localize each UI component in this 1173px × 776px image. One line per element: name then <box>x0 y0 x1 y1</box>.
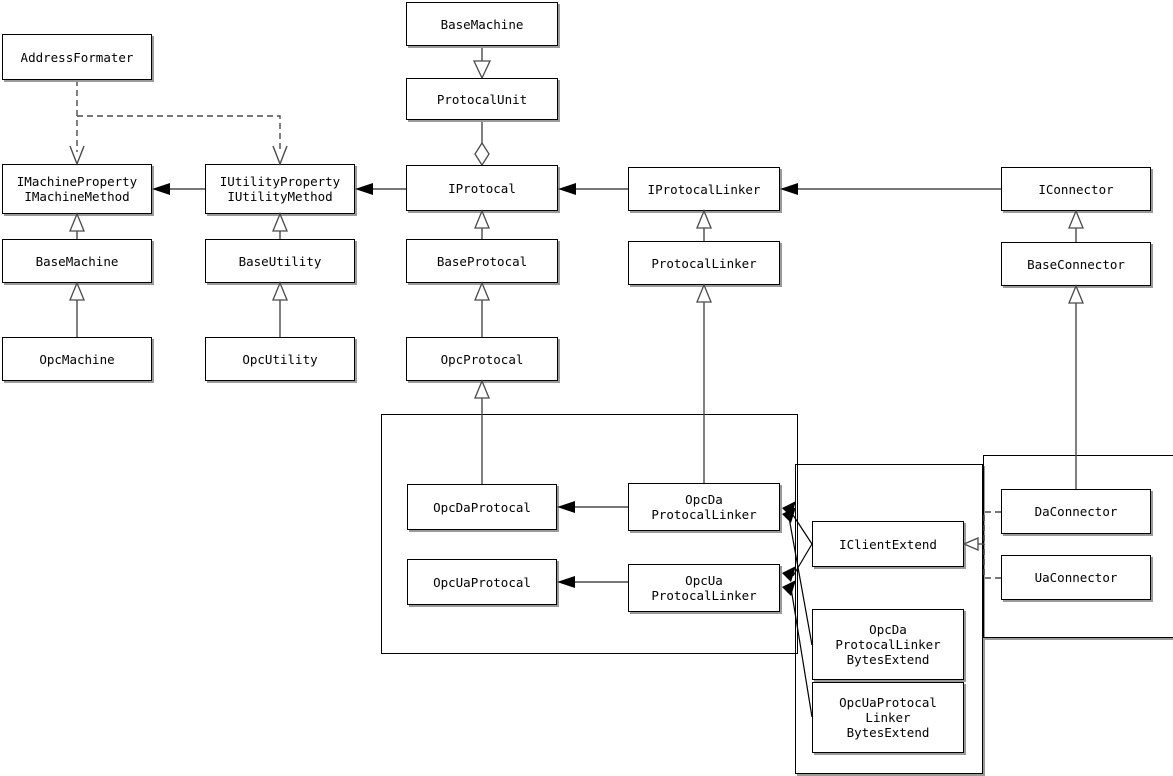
class-box-label: OpcDa ProtocalLinker BytesExtend <box>835 622 941 667</box>
class-box-OpcProtocal[interactable]: OpcProtocal <box>406 337 558 381</box>
arrowhead-gen-basemachine <box>69 281 85 301</box>
class-box-label: OpcDaProtocal <box>433 499 531 515</box>
class-box-label: OpcDa ProtocalLinker <box>651 492 757 522</box>
arrowhead-assoc-imachineproperty <box>152 183 170 195</box>
arrowhead-dependency-iutilityproperty <box>272 145 288 166</box>
class-box-BaseUtility[interactable]: BaseUtility <box>205 239 355 283</box>
arrowhead-gen-iprotocal <box>474 209 490 229</box>
arrowhead-dependency-imachineproperty <box>69 145 85 166</box>
class-box-label: ProtocalLinker <box>651 255 757 271</box>
class-box-OpcMachine[interactable]: OpcMachine <box>2 337 152 381</box>
class-box-OpcDaProtocal[interactable]: OpcDaProtocal <box>407 484 557 530</box>
class-box-label: IMachineProperty IMachineMethod <box>16 174 138 204</box>
arrowhead-gen-iconnector <box>1068 209 1084 229</box>
class-box-label: IProtocal <box>448 180 516 196</box>
class-box-IClientExtend[interactable]: IClientExtend <box>812 521 964 567</box>
class-box-label: OpcUtility <box>242 351 318 367</box>
class-box-ProtocalUnit[interactable]: ProtocalUnit <box>406 78 558 120</box>
class-box-label: OpcUa ProtocalLinker <box>651 573 757 603</box>
class-box-UaConnector[interactable]: UaConnector <box>1001 555 1151 600</box>
arrowhead-gen-imachineproperty <box>69 212 85 232</box>
arrowhead-gen-opcprotocal <box>474 379 490 399</box>
class-box-label: IClientExtend <box>839 536 937 552</box>
class-box-OpcDaProtocalLinkerBytes[interactable]: OpcDa ProtocalLinker BytesExtend <box>812 609 964 680</box>
arrowhead-assoc-iprotocal <box>558 183 576 195</box>
edge-addressformater-iutilityproperty <box>77 115 281 152</box>
class-box-label: BaseMachine <box>440 16 524 32</box>
class-box-OpcUtility[interactable]: OpcUtility <box>205 337 355 381</box>
arrowhead-gen-baseprotocal <box>474 281 490 301</box>
class-box-label: UaConnector <box>1034 570 1118 585</box>
class-box-label: OpcMachine <box>39 351 115 367</box>
class-box-label: AddressFormater <box>20 49 134 65</box>
class-box-label: OpcUaProtocal <box>433 574 531 590</box>
class-box-ProtocalLinker[interactable]: ProtocalLinker <box>628 241 780 285</box>
class-box-IUtilityProperty[interactable]: IUtilityProperty IUtilityMethod <box>205 164 355 214</box>
arrowhead-gen-protocallinker <box>696 283 712 303</box>
class-box-BaseProtocal[interactable]: BaseProtocal <box>406 239 558 283</box>
class-box-BaseConnector[interactable]: BaseConnector <box>1001 242 1151 286</box>
group-connector-package <box>983 455 1173 638</box>
class-box-label: BaseProtocal <box>436 253 528 269</box>
class-box-AddressFormater[interactable]: AddressFormater <box>2 34 152 80</box>
class-box-BaseMachine[interactable]: BaseMachine <box>2 239 152 283</box>
arrowhead-generalization-protocalunit <box>472 60 492 80</box>
class-box-label: IConnector <box>1038 181 1114 197</box>
class-box-label: OpcProtocal <box>440 351 524 367</box>
arrowhead-assoc-iutilityproperty <box>355 183 373 195</box>
class-box-label: DaConnector <box>1034 504 1118 519</box>
class-box-OpcUaProtocalLinker[interactable]: OpcUa ProtocalLinker <box>628 564 780 612</box>
class-box-label: BaseMachine <box>35 253 119 269</box>
class-box-label: OpcUaProtocal Linker BytesExtend <box>839 695 937 740</box>
arrowhead-assoc-iprotocallinker <box>780 183 798 195</box>
class-box-IConnector[interactable]: IConnector <box>1001 167 1151 211</box>
class-box-label: BaseUtility <box>238 253 322 269</box>
diamond-aggregation-iprotocal <box>474 141 490 167</box>
class-box-IMachineProperty[interactable]: IMachineProperty IMachineMethod <box>2 164 152 214</box>
arrowhead-gen-iutilityproperty <box>272 212 288 232</box>
arrowhead-gen-baseutility <box>272 281 288 301</box>
class-box-OpcUaProtocal[interactable]: OpcUaProtocal <box>407 559 557 605</box>
class-box-label: BaseConnector <box>1027 256 1125 272</box>
class-box-BaseMachineTop[interactable]: BaseMachine <box>406 2 558 46</box>
class-box-label: IUtilityProperty IUtilityMethod <box>219 174 341 204</box>
class-box-label: ProtocalUnit <box>436 91 528 107</box>
class-box-label: IProtocalLinker <box>647 181 761 197</box>
arrowhead-gen-iprotocallinker <box>696 209 712 229</box>
class-box-IProtocalLinker[interactable]: IProtocalLinker <box>628 167 780 211</box>
class-box-DaConnector[interactable]: DaConnector <box>1001 489 1151 534</box>
group-protocal-linker-package <box>381 414 798 654</box>
arrowhead-gen-baseconnector <box>1068 284 1084 304</box>
class-box-OpcDaProtocalLinker[interactable]: OpcDa ProtocalLinker <box>628 483 780 531</box>
class-box-IProtocal[interactable]: IProtocal <box>406 165 558 211</box>
class-box-OpcUaProtocalLinkerBytes[interactable]: OpcUaProtocal Linker BytesExtend <box>812 682 964 753</box>
